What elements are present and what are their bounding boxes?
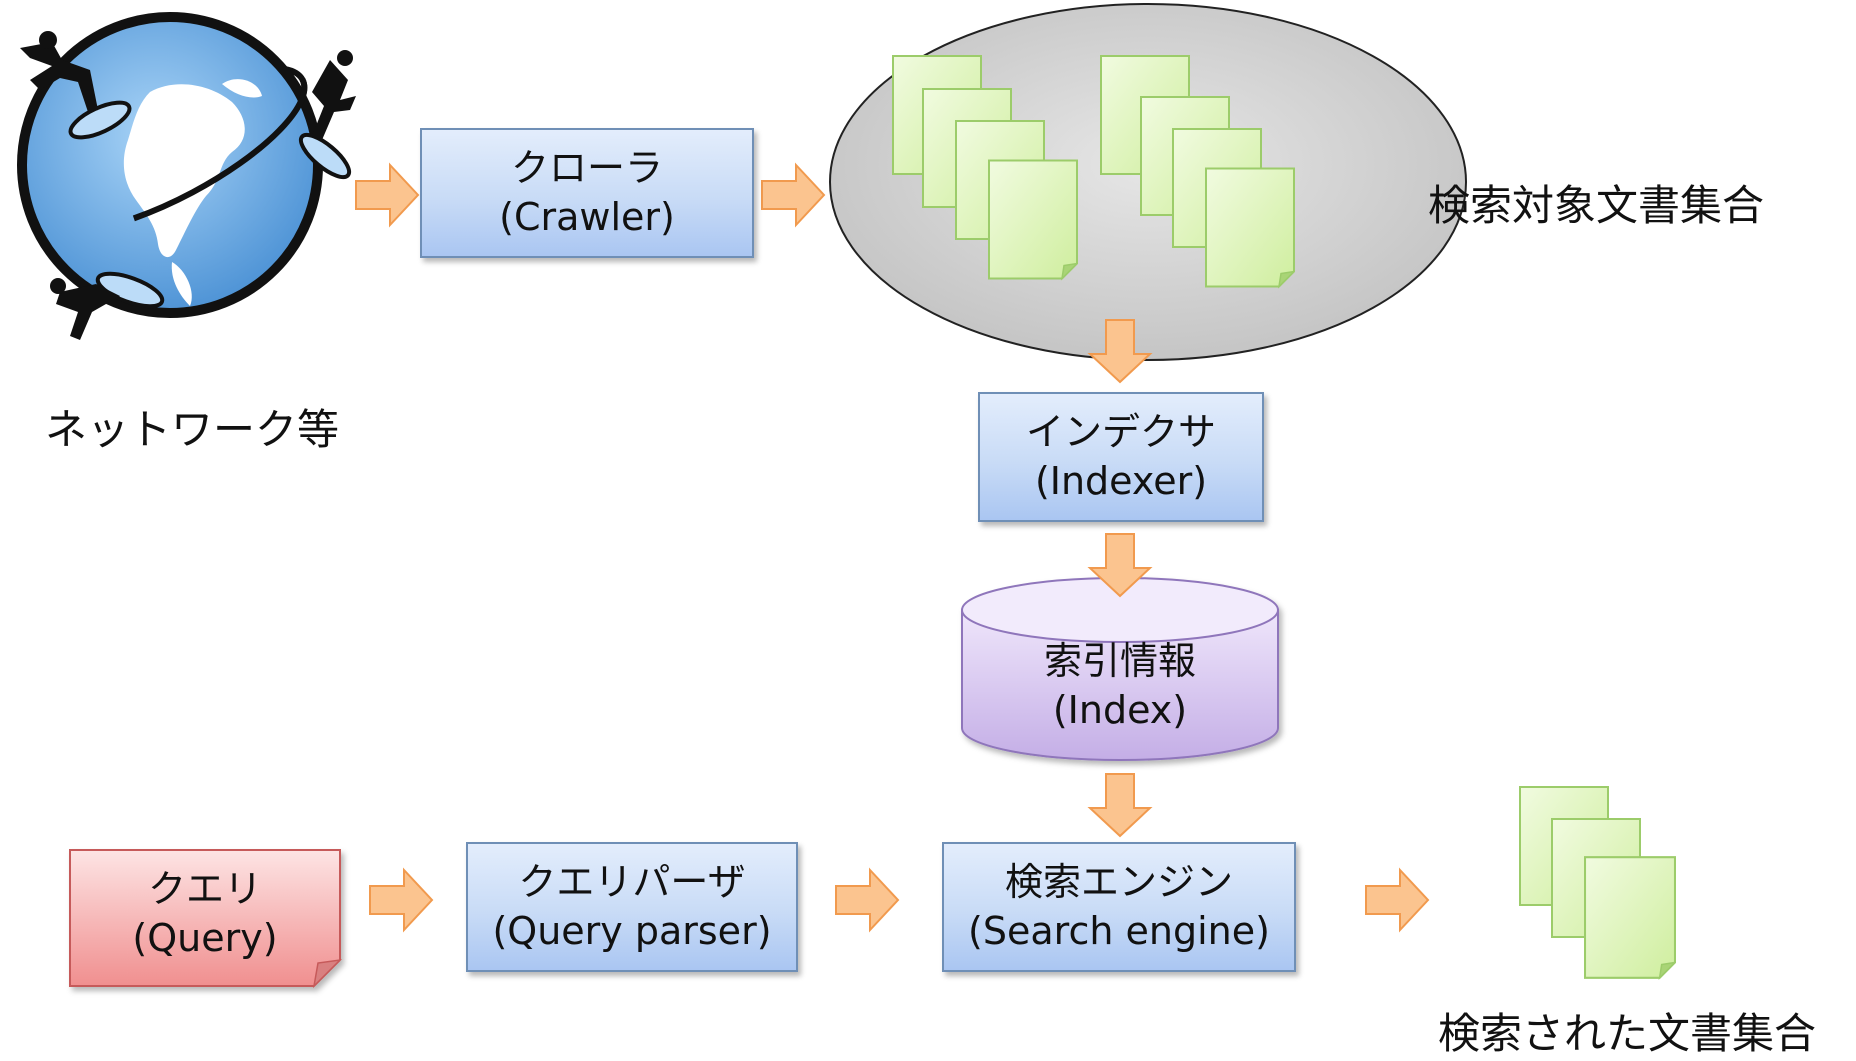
query-parser-label-ja: クエリパーザ	[518, 860, 746, 905]
index-cylinder	[961, 577, 1279, 761]
crawler-label-en: (Crawler)	[499, 195, 675, 239]
query-label-en: (Query)	[132, 916, 278, 960]
search-engine-label-en: (Search engine)	[968, 909, 1270, 953]
indexer-label-en: (Indexer)	[1034, 459, 1208, 503]
indexer-label-ja: インデクサ	[1025, 410, 1216, 455]
query-shape	[69, 849, 343, 989]
index-label-en: (Index)	[1052, 688, 1188, 732]
query-label-ja: クエリ	[147, 867, 262, 912]
query-parser-box: クエリパーザ (Query parser)	[466, 842, 798, 972]
index-label: 索引情報 (Index)	[962, 626, 1278, 746]
arrow-parser-to-engine	[835, 869, 899, 931]
index-label-ja: 索引情報	[1043, 639, 1196, 684]
arrow-engine-to-results	[1365, 869, 1429, 931]
indexer-box: インデクサ (Indexer)	[978, 392, 1264, 522]
result-documents-label: 検索された文書集合	[1438, 1009, 1817, 1058]
target-documents-label: 検索対象文書集合	[1428, 181, 1765, 230]
arrow-index-to-engine	[1089, 773, 1151, 837]
crawler-box: クローラ (Crawler)	[420, 128, 754, 258]
arrow-query-to-parser	[369, 869, 433, 931]
search-engine-label-ja: 検索エンジン	[1004, 860, 1233, 905]
arrow-globe-to-crawler	[355, 164, 419, 226]
query-label: クエリ (Query)	[70, 850, 340, 978]
network-label: ネットワーク等	[45, 405, 340, 454]
result-documents-icon	[1518, 786, 1676, 979]
crawler-label-ja: クローラ	[510, 146, 663, 191]
search-engine-box: 検索エンジン (Search engine)	[942, 842, 1296, 972]
query-parser-label-en: (Query parser)	[492, 909, 772, 953]
globe-icon	[17, 12, 356, 340]
arrow-crawler-to-documents	[761, 164, 825, 226]
